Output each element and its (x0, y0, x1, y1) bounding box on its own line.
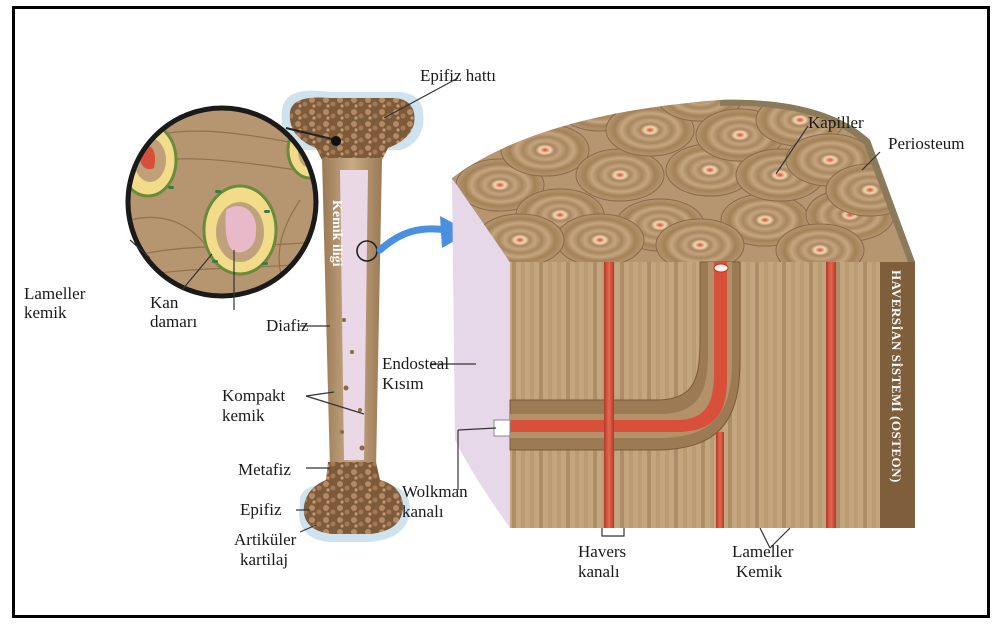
lamella-stripe (809, 262, 813, 528)
lamella-stripe (584, 262, 588, 528)
label-diafiz: Diafiz (266, 316, 308, 335)
lamella-stripe (782, 262, 786, 528)
compact-bone-block (452, 69, 915, 528)
label-lameller-kemik-right-1: Lameller (732, 542, 793, 561)
lamella-stripe (665, 262, 669, 528)
label-endosteal-1: Endosteal (382, 354, 449, 373)
label-lameller-kemik-right-2: Kemik (736, 562, 782, 581)
osteon-2 (501, 124, 589, 176)
wolkman-opening (494, 420, 510, 436)
label-artikuler-2: kartilaj (240, 550, 288, 569)
lamella-stripe (647, 262, 651, 528)
havers-vessel-2 (826, 262, 836, 528)
lamella-stripe (530, 262, 534, 528)
lamella-stripe (872, 262, 876, 528)
label-kompakt-1: Kompakt (222, 386, 285, 405)
label-havers-1: Havers (578, 542, 626, 561)
zoom-anchor-dot (331, 136, 341, 146)
lamella-stripe (773, 262, 777, 528)
lamella-stripe (764, 262, 768, 528)
lamella-stripe (557, 262, 561, 528)
lamella-stripe (638, 262, 642, 528)
lamella-stripe (539, 262, 543, 528)
osteon-16 (556, 214, 644, 266)
label-wolkman-2: kanalı (402, 502, 444, 521)
lamella-stripe (845, 262, 849, 528)
lamella-stripe (674, 262, 678, 528)
label-kan-damari-2: damarı (150, 312, 197, 331)
label-metafiz: Metafiz (238, 460, 291, 479)
lamella-stripe (566, 262, 570, 528)
label-lameller-kemik-left-1: Lameller (24, 284, 85, 303)
lamella-stripe (818, 262, 822, 528)
osteon-20 (826, 164, 914, 216)
osteon-field (456, 69, 914, 276)
havers-vessel-1 (604, 262, 614, 528)
label-wolkman-1: Wolkman (402, 482, 468, 501)
label-endosteal-2: Kısım (382, 374, 424, 393)
label-kompakt-2: kemik (222, 406, 265, 425)
lamella-stripe (746, 262, 750, 528)
label-epifiz-hatti: Epifiz hattı (420, 66, 496, 85)
lamella-stripe (548, 262, 552, 528)
lamella-stripe (512, 262, 516, 528)
lamella-stripe (656, 262, 660, 528)
lamella-stripe (593, 262, 597, 528)
lamella-stripe (836, 262, 840, 528)
label-artikuler-1: Artiküler (234, 530, 296, 549)
lamella-stripe (620, 262, 624, 528)
label-haversian-sistemi: HAVERSİAN SİSTEMİ (OSTEON) (888, 270, 904, 483)
lamella-stripe (800, 262, 804, 528)
lamella-stripe (575, 262, 579, 528)
label-kapiller: Kapiller (808, 113, 864, 132)
label-lameller-kemik-left-2: kemik (24, 303, 67, 322)
label-epifiz: Epifiz (240, 500, 282, 519)
top-epiphysis (290, 98, 415, 160)
lamella-stripe (863, 262, 867, 528)
lamella-stripe (755, 262, 759, 528)
label-periosteum: Periosteum (888, 134, 965, 153)
label-havers-2: kanalı (578, 562, 620, 581)
label-kemik-iligi: Kemik iliği (328, 200, 344, 267)
osteon-5 (576, 149, 664, 201)
lamella-stripe (629, 262, 633, 528)
lamella-stripe (791, 262, 795, 528)
lamella-stripe (521, 262, 525, 528)
marrow-cavity (340, 170, 368, 460)
bottom-epiphysis (304, 462, 403, 534)
label-kan-damari-1: Kan (150, 293, 178, 312)
lamella-stripe (854, 262, 858, 528)
